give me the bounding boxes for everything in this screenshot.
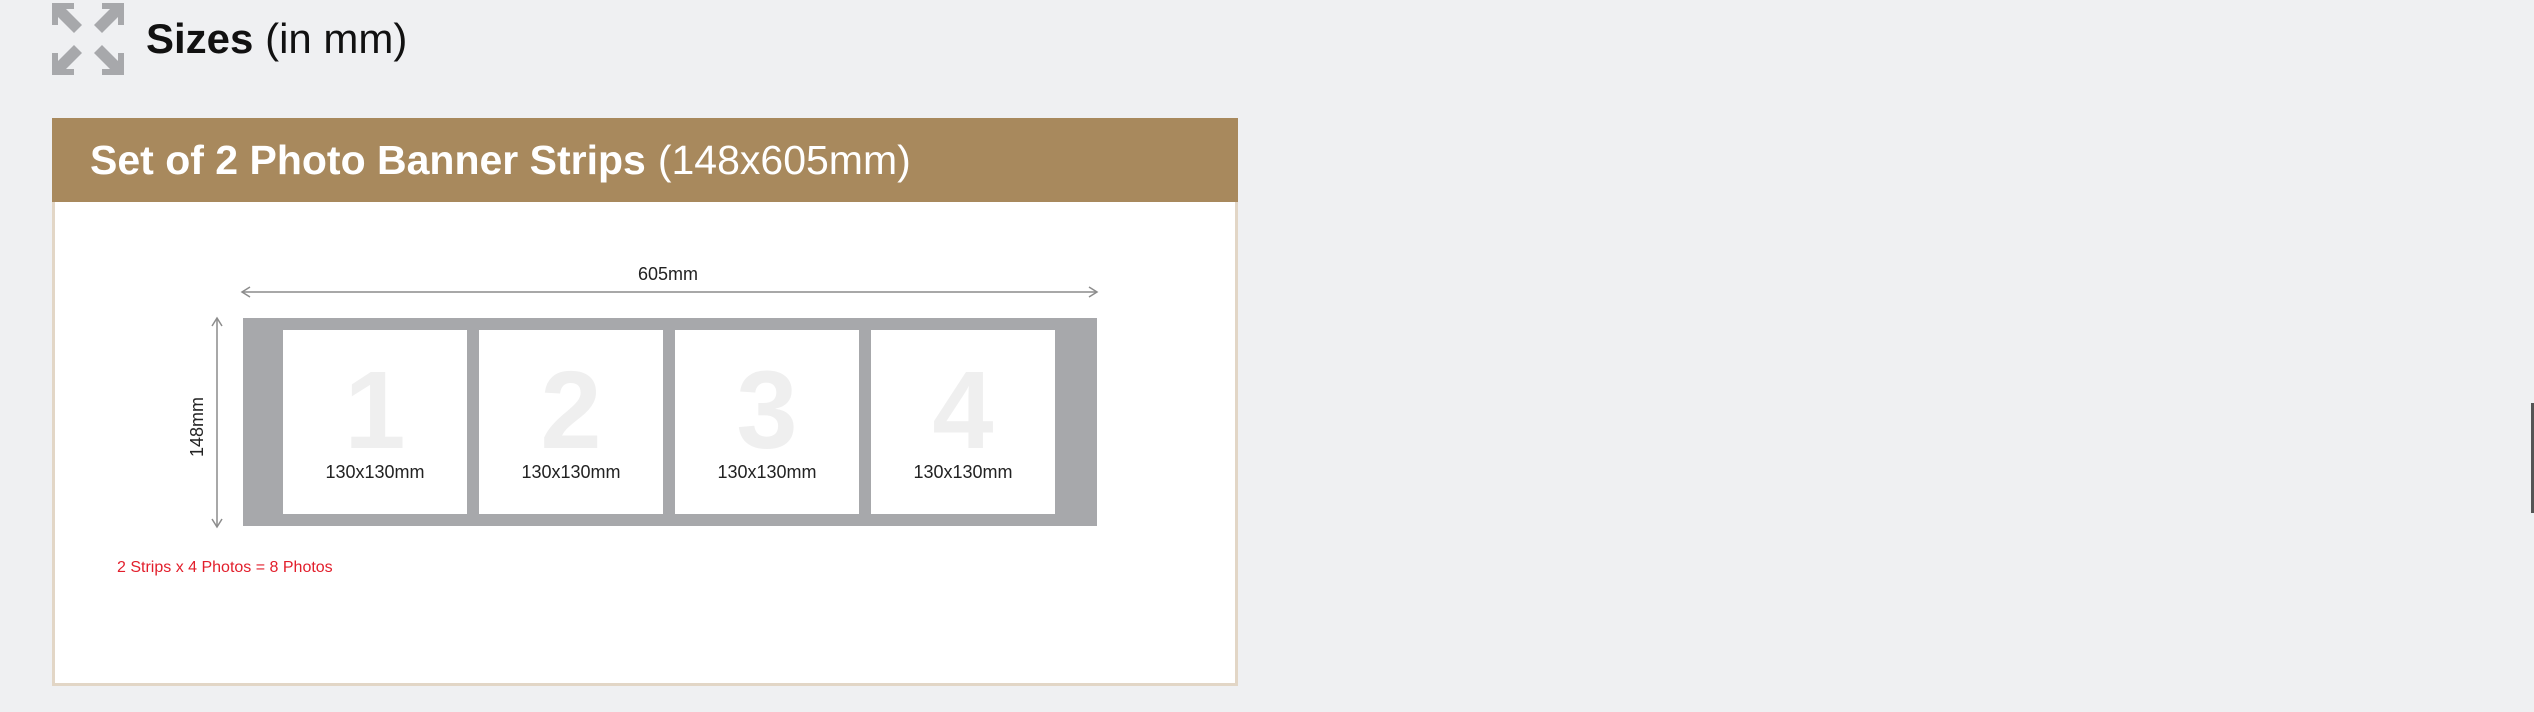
photo-frame: 4 130x130mm xyxy=(871,330,1055,514)
frame-number: 4 xyxy=(932,349,993,472)
sizes-unit: (in mm) xyxy=(265,15,408,62)
product-header: Set of 2 Photo Banner Strips (148x605mm) xyxy=(52,118,1238,202)
frame-number: 1 xyxy=(344,349,405,472)
frame-size: 130x130mm xyxy=(913,462,1012,482)
frame-size: 130x130mm xyxy=(521,462,620,482)
photo-count-note: 2 Strips x 4 Photos = 8 Photos xyxy=(117,559,333,576)
height-label: 148mm xyxy=(187,397,207,457)
size-diagram: 605mm 148mm 1 130x130mm 2 130x130mm 3 13… xyxy=(187,264,1099,529)
photo-frame: 1 130x130mm xyxy=(283,330,467,514)
photo-frame: 3 130x130mm xyxy=(675,330,859,514)
product-name: Set of 2 Photo Banner Strips xyxy=(90,136,646,183)
frame-number: 2 xyxy=(540,349,601,472)
photo-frame: 2 130x130mm xyxy=(479,330,663,514)
frame-size: 130x130mm xyxy=(717,462,816,482)
sizes-title-text: Sizes xyxy=(146,15,254,62)
scroll-indicator xyxy=(2531,403,2534,513)
sizes-heading: Sizes (in mm) xyxy=(52,2,407,76)
width-label: 605mm xyxy=(638,264,698,284)
width-dimension: 605mm xyxy=(240,264,1099,298)
frame-size: 130x130mm xyxy=(325,462,424,482)
expand-arrows-icon xyxy=(52,3,124,75)
product-dimensions: (148x605mm) xyxy=(657,136,911,183)
sizes-title: Sizes (in mm) xyxy=(146,15,407,63)
product-size-card: Set of 2 Photo Banner Strips (148x605mm)… xyxy=(52,118,1238,686)
height-dimension: 148mm xyxy=(187,316,223,529)
frame-number: 3 xyxy=(736,349,797,472)
